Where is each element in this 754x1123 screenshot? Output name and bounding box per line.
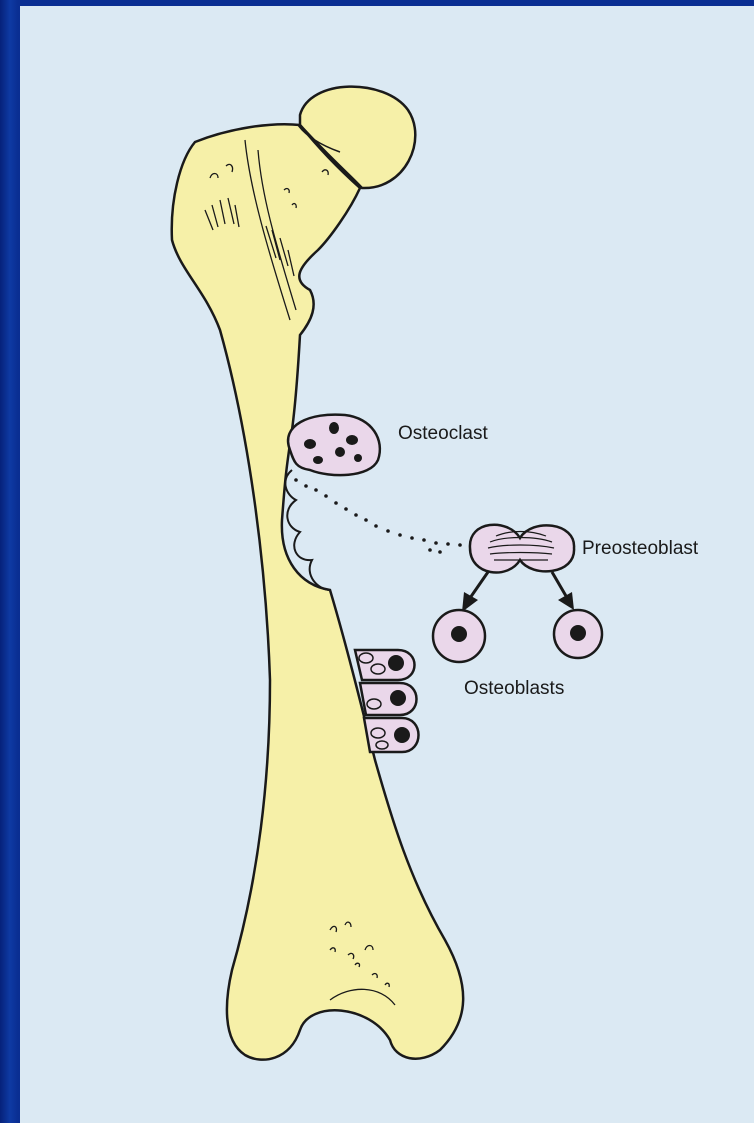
migration-dots	[294, 478, 462, 554]
osteoblast-cell	[364, 718, 419, 752]
osteoblast-cell	[433, 610, 485, 662]
femur-bone	[172, 124, 463, 1059]
osteoblast-cell	[554, 610, 602, 658]
osteoblast-cell	[360, 683, 417, 715]
osteoclast-cell	[288, 415, 380, 476]
osteoblasts-label: Osteoblasts	[464, 678, 564, 700]
osteoclast-label: Osteoclast	[398, 423, 488, 445]
preosteoblast-label: Preosteoblast	[582, 538, 698, 560]
preosteoblast-cell	[470, 525, 574, 573]
osteoblast-cell	[355, 650, 415, 680]
differentiation-arrows	[462, 572, 574, 612]
